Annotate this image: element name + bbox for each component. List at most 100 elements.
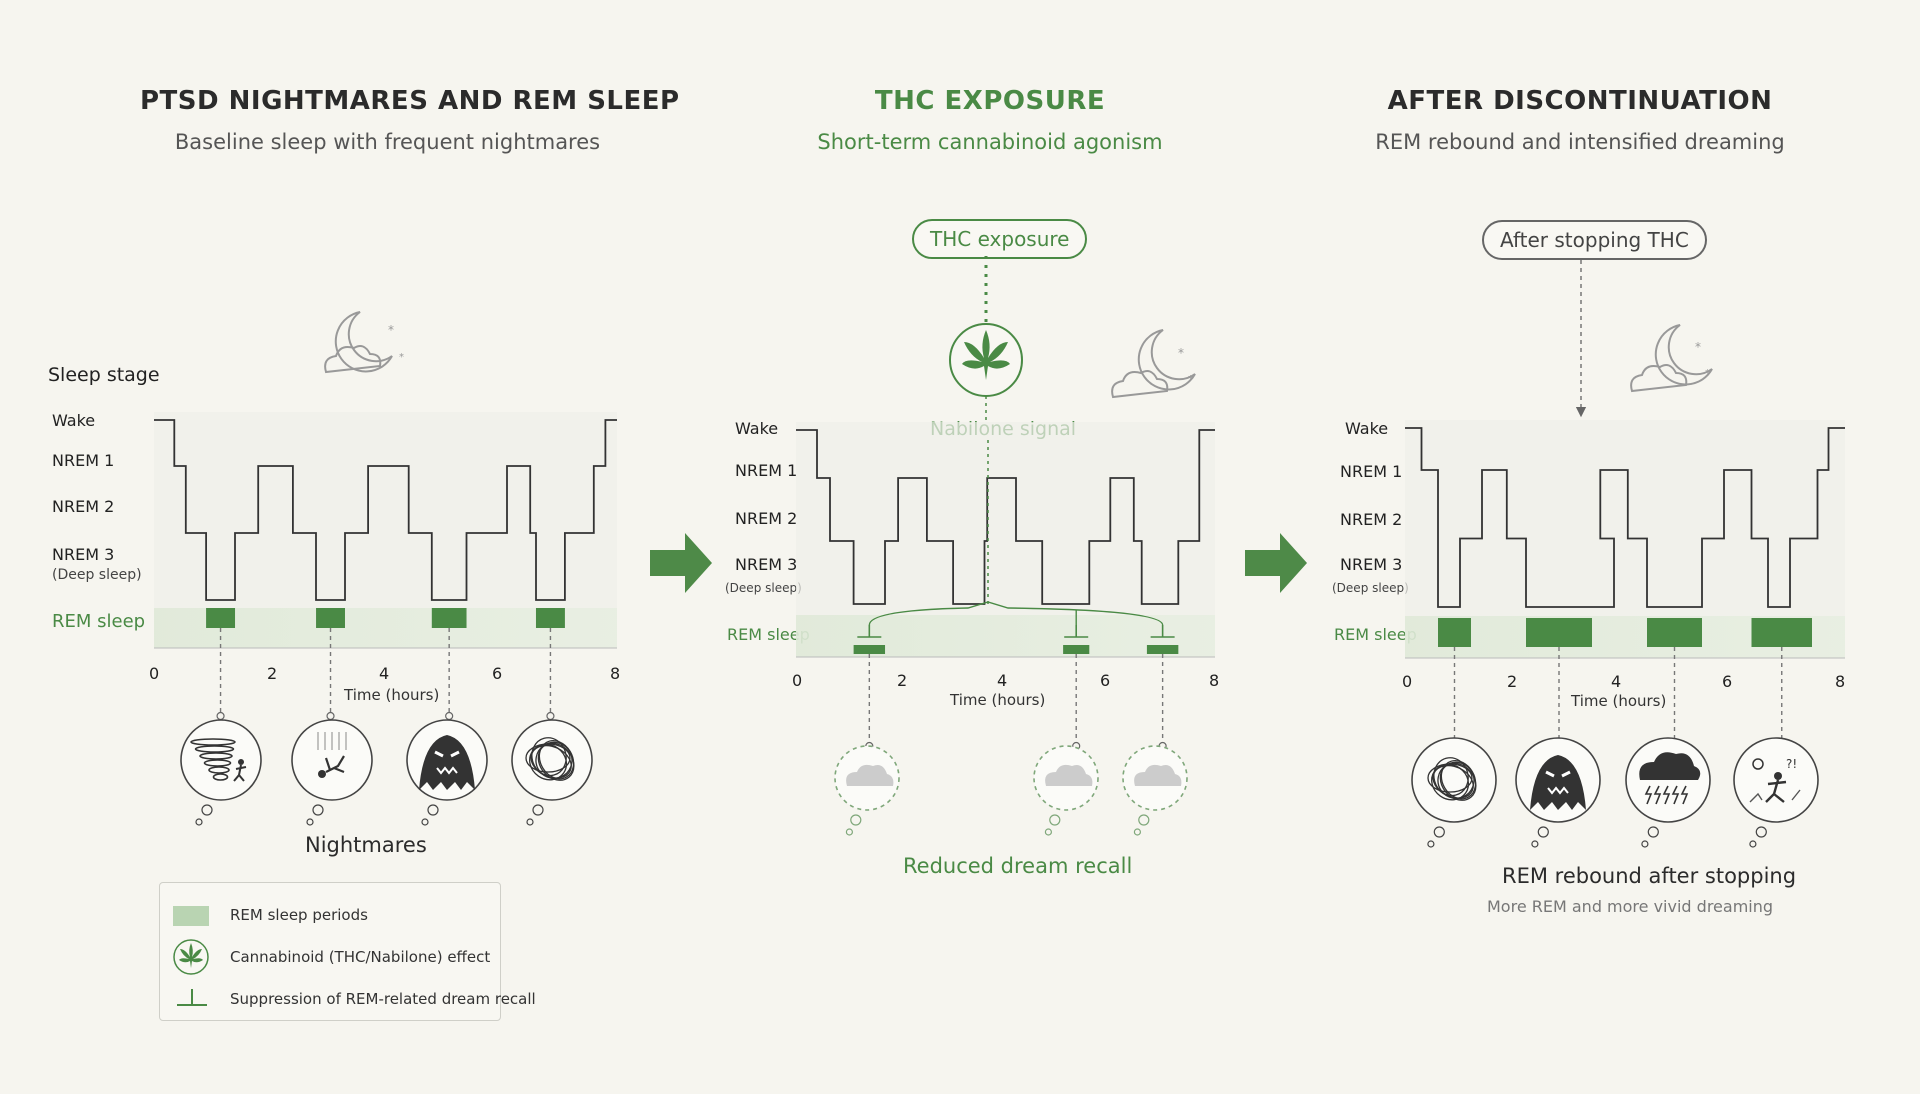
hypnogram-line — [154, 419, 617, 601]
dream-bubble — [1515, 737, 1601, 848]
moon-cloud-icon: * * — [324, 311, 404, 374]
hypnogram-line — [796, 429, 1215, 605]
rem-period-bar — [316, 608, 345, 628]
legend-item-rem: REM sleep periods — [160, 901, 500, 931]
p2-tick-2: 2 — [897, 671, 908, 690]
p2-label-deep: (Deep sleep) — [725, 581, 802, 595]
p1-label-nrem3: NREM 3 — [52, 545, 115, 564]
p1-tick-2: 2 — [267, 664, 278, 683]
svg-text:*: * — [399, 352, 404, 363]
hypnogram-bg — [796, 422, 1215, 615]
rem-period-bar — [535, 608, 565, 628]
dream-bubble — [1625, 737, 1711, 848]
p3-label-deep: (Deep sleep) — [1332, 581, 1409, 595]
dream-bubble: ?! — [1733, 737, 1819, 848]
svg-text:*: * — [1178, 346, 1184, 360]
legend-item-suppression: Suppression of REM-related dream recall — [160, 985, 536, 1015]
p2-tick-6: 6 — [1100, 671, 1111, 690]
svg-text:*: * — [1188, 374, 1193, 385]
p2-label-nrem3: NREM 3 — [735, 555, 798, 574]
p3-tick-6: 6 — [1722, 672, 1733, 691]
rem-period-bar — [206, 608, 236, 628]
dream-bubble — [511, 719, 593, 826]
dream-bubble — [291, 719, 373, 826]
p3-label-rem: REM sleep — [1334, 625, 1417, 644]
dream-bubble — [834, 745, 900, 836]
p2-tick-4: 4 — [997, 671, 1008, 690]
p2-label-rem: REM sleep — [727, 625, 810, 644]
rem-period-bar — [853, 645, 886, 654]
legend-item-cannabinoid: Cannabinoid (THC/Nabilone) effect — [160, 939, 500, 975]
svg-text:*: * — [1695, 340, 1701, 354]
p1-label-nrem2: NREM 2 — [52, 497, 115, 516]
p3-tick-8: 8 — [1835, 672, 1846, 691]
p1-label-deep: (Deep sleep) — [52, 567, 142, 583]
p2-label-nrem2: NREM 2 — [735, 509, 798, 528]
p2-label-nrem1: NREM 1 — [735, 461, 798, 480]
p1-tick-6: 6 — [492, 664, 503, 683]
faded-cloud-icon — [846, 764, 894, 786]
p1-label-nrem1: NREM 1 — [52, 451, 115, 470]
p1-tick-8: 8 — [610, 664, 621, 683]
p1-label-wake: Wake — [52, 411, 96, 430]
legend: REM sleep periods Cannabinoid (THC/Nabil… — [159, 882, 536, 1021]
legend-cannabis-icon — [173, 939, 209, 975]
p2-tick-8: 8 — [1209, 671, 1220, 690]
dream-bubble — [406, 719, 488, 826]
faded-cloud-icon — [1045, 764, 1093, 786]
rem-period-bar — [1526, 618, 1592, 647]
arrow-right-1 — [650, 533, 712, 593]
p2-tick-0: 0 — [792, 671, 803, 690]
moon-cloud-icon: * * — [1630, 324, 1713, 393]
p3-tick-4: 4 — [1611, 672, 1622, 691]
dream-bubble — [1122, 745, 1188, 836]
after-stopping-pill: After stopping THC — [1482, 220, 1707, 260]
rem-period-bar — [1146, 645, 1179, 654]
hypnogram-bg — [154, 412, 617, 608]
faded-cloud-icon — [1134, 764, 1182, 786]
rem-period-bar — [1647, 618, 1702, 647]
p3-label-nrem1: NREM 1 — [1340, 462, 1403, 481]
p2-x-axis-label: Time (hours) — [950, 691, 1046, 709]
rem-period-bar — [1063, 645, 1090, 654]
nabilone-bracket — [868, 601, 1164, 626]
svg-text:*: * — [388, 323, 394, 337]
p1-x-axis-label: Time (hours) — [344, 686, 440, 704]
p3-label-nrem3: NREM 3 — [1340, 555, 1403, 574]
legend-rem-label: REM sleep periods — [230, 906, 368, 924]
p2-label-wake: Wake — [735, 419, 779, 438]
p3-tick-2: 2 — [1507, 672, 1518, 691]
rem-period-bar — [1751, 618, 1812, 647]
p1-tick-0: 0 — [149, 664, 160, 683]
p3-tick-0: 0 — [1402, 672, 1413, 691]
reduced-recall-caption: Reduced dream recall — [903, 854, 1133, 878]
p1-tick-4: 4 — [379, 664, 390, 683]
rem-rebound-caption: REM rebound after stopping — [1502, 864, 1797, 888]
panel1-subtitle: Baseline sleep with frequent nightmares — [174, 130, 601, 154]
nightmares-caption: Nightmares — [305, 833, 427, 857]
legend-rem-swatch — [173, 906, 209, 926]
hypnogram-line — [1405, 427, 1845, 608]
thc-exposure-pill: THC exposure — [912, 219, 1088, 259]
panel1-title: PTSD NIGHTMARES AND REM SLEEP — [140, 86, 680, 116]
legend-suppression-label: Suppression of REM-related dream recall — [230, 990, 536, 1008]
arrow-right-2 — [1245, 533, 1307, 593]
rem-period-bar — [431, 608, 467, 628]
p3-label-nrem2: NREM 2 — [1340, 510, 1403, 529]
panel2-title: THC EXPOSURE — [874, 86, 1106, 116]
svg-text:*: * — [1705, 368, 1710, 379]
dream-bubble — [1033, 745, 1099, 836]
dream-bubble — [180, 719, 262, 826]
hypnogram-bg — [1405, 420, 1845, 616]
p1-label-rem: REM sleep — [52, 611, 146, 632]
moon-cloud-icon: * * — [1111, 329, 1196, 399]
legend-cannabinoid-label: Cannabinoid (THC/Nabilone) effect — [230, 948, 491, 966]
p3-x-axis-label: Time (hours) — [1571, 692, 1667, 710]
cannabis-leaf-icon — [949, 323, 1023, 397]
p3-label-wake: Wake — [1345, 419, 1389, 438]
panel2-subtitle: Short-term cannabinoid agonism — [817, 130, 1163, 154]
dream-bubble — [1411, 737, 1497, 848]
legend-suppression-icon — [177, 989, 207, 1006]
panel3-title: AFTER DISCONTINUATION — [1387, 86, 1773, 116]
